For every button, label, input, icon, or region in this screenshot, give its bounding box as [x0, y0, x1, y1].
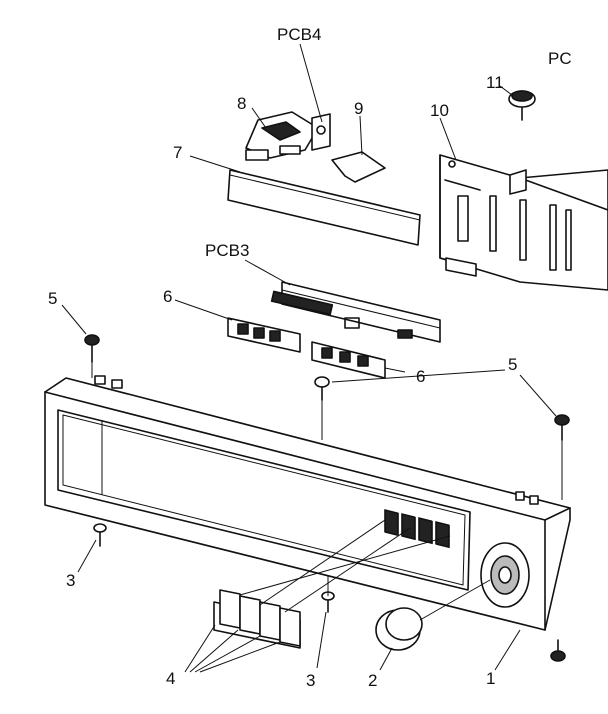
- label-9: 9: [354, 99, 364, 118]
- part-2-knob: [375, 579, 491, 651]
- label-6-right: 6: [416, 367, 426, 386]
- pcb3-board: [270, 281, 441, 343]
- label-3-mid: 3: [306, 671, 316, 690]
- label-1: 1: [486, 669, 496, 688]
- label-7: 7: [173, 143, 183, 162]
- screw-3-left: [93, 523, 107, 547]
- part-7-strip: [227, 169, 421, 246]
- screw-5-right: [554, 414, 570, 500]
- part-1-front-panel: [44, 375, 571, 631]
- part-4-buttons: [213, 519, 451, 649]
- screw-3-mid: [321, 575, 335, 613]
- part-10-chassis: [439, 154, 608, 291]
- leader-lines: [61, 43, 557, 673]
- screw-5-mid: [314, 376, 330, 440]
- screw-5-left: [84, 334, 100, 378]
- screw-bottom-right: [550, 639, 566, 662]
- part-6-switch-right: [311, 341, 386, 379]
- label-4: 4: [166, 669, 176, 688]
- label-2: 2: [368, 671, 378, 690]
- part-9-sheet: [331, 151, 386, 183]
- part-6-switch-left: [227, 317, 301, 353]
- label-8: 8: [237, 94, 247, 113]
- label-pcb-partial: PC: [548, 49, 572, 68]
- label-11: 11: [486, 73, 504, 92]
- label-5-left: 5: [48, 289, 58, 308]
- label-6-left: 6: [163, 287, 173, 306]
- part-8-bracket: [245, 111, 319, 161]
- part-11-knob: [508, 90, 536, 121]
- label-10: 10: [430, 101, 449, 120]
- label-pcb4: PCB4: [277, 25, 322, 44]
- pcb4-board: [311, 113, 331, 151]
- label-3-left: 3: [66, 571, 76, 590]
- label-pcb3: PCB3: [205, 241, 250, 260]
- label-5-right: 5: [508, 355, 518, 374]
